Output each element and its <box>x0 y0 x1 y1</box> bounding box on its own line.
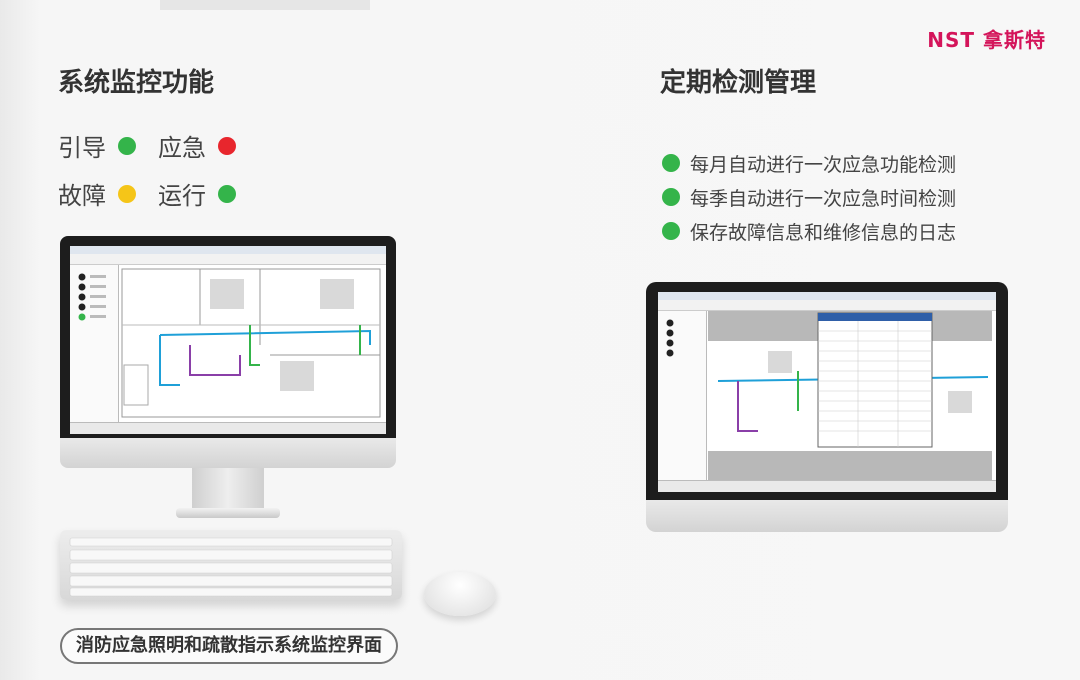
status-dot-red-icon <box>218 136 236 155</box>
status-guide: 引导 <box>58 128 136 163</box>
floor-plan <box>120 265 382 422</box>
status-fault-label: 故障 <box>58 182 106 210</box>
list-item: 每月自动进行一次应急功能检测 <box>662 146 956 180</box>
status-dot-yellow-icon <box>118 184 136 203</box>
status-fault: 故障 <box>58 176 136 211</box>
inspection-feature-list: 每月自动进行一次应急功能检测 每季自动进行一次应急时间检测 保存故障信息和维修信… <box>662 146 956 248</box>
bullet-green-icon <box>662 188 680 206</box>
status-running-label: 运行 <box>158 182 206 210</box>
bullet-green-icon <box>662 154 680 172</box>
mouse-image <box>424 572 496 616</box>
status-emergency: 应急 <box>158 128 236 163</box>
status-dot-green-icon <box>218 184 236 203</box>
status-emergency-label: 应急 <box>158 134 206 162</box>
software-sidebar <box>658 311 707 480</box>
status-running: 运行 <box>158 176 236 211</box>
brand-logo: NST 拿斯特 <box>927 28 1046 52</box>
bullet-green-icon <box>662 222 680 240</box>
inspection-management-title: 定期检测管理 <box>660 68 817 98</box>
list-item: 保存故障信息和维修信息的日志 <box>662 214 956 248</box>
software-screen <box>658 292 996 492</box>
monitor-interface-caption: 消防应急照明和疏散指示系统监控界面 <box>60 628 398 664</box>
list-item: 每季自动进行一次应急时间检测 <box>662 180 956 214</box>
status-guide-label: 引导 <box>58 134 106 162</box>
status-dot-green-icon <box>118 136 136 155</box>
floor-plan <box>708 311 992 480</box>
software-screen <box>70 246 386 434</box>
monitor-function-title: 系统监控功能 <box>58 68 215 98</box>
keyboard-image <box>60 530 402 600</box>
software-sidebar <box>70 265 119 422</box>
top-bar <box>160 0 370 10</box>
